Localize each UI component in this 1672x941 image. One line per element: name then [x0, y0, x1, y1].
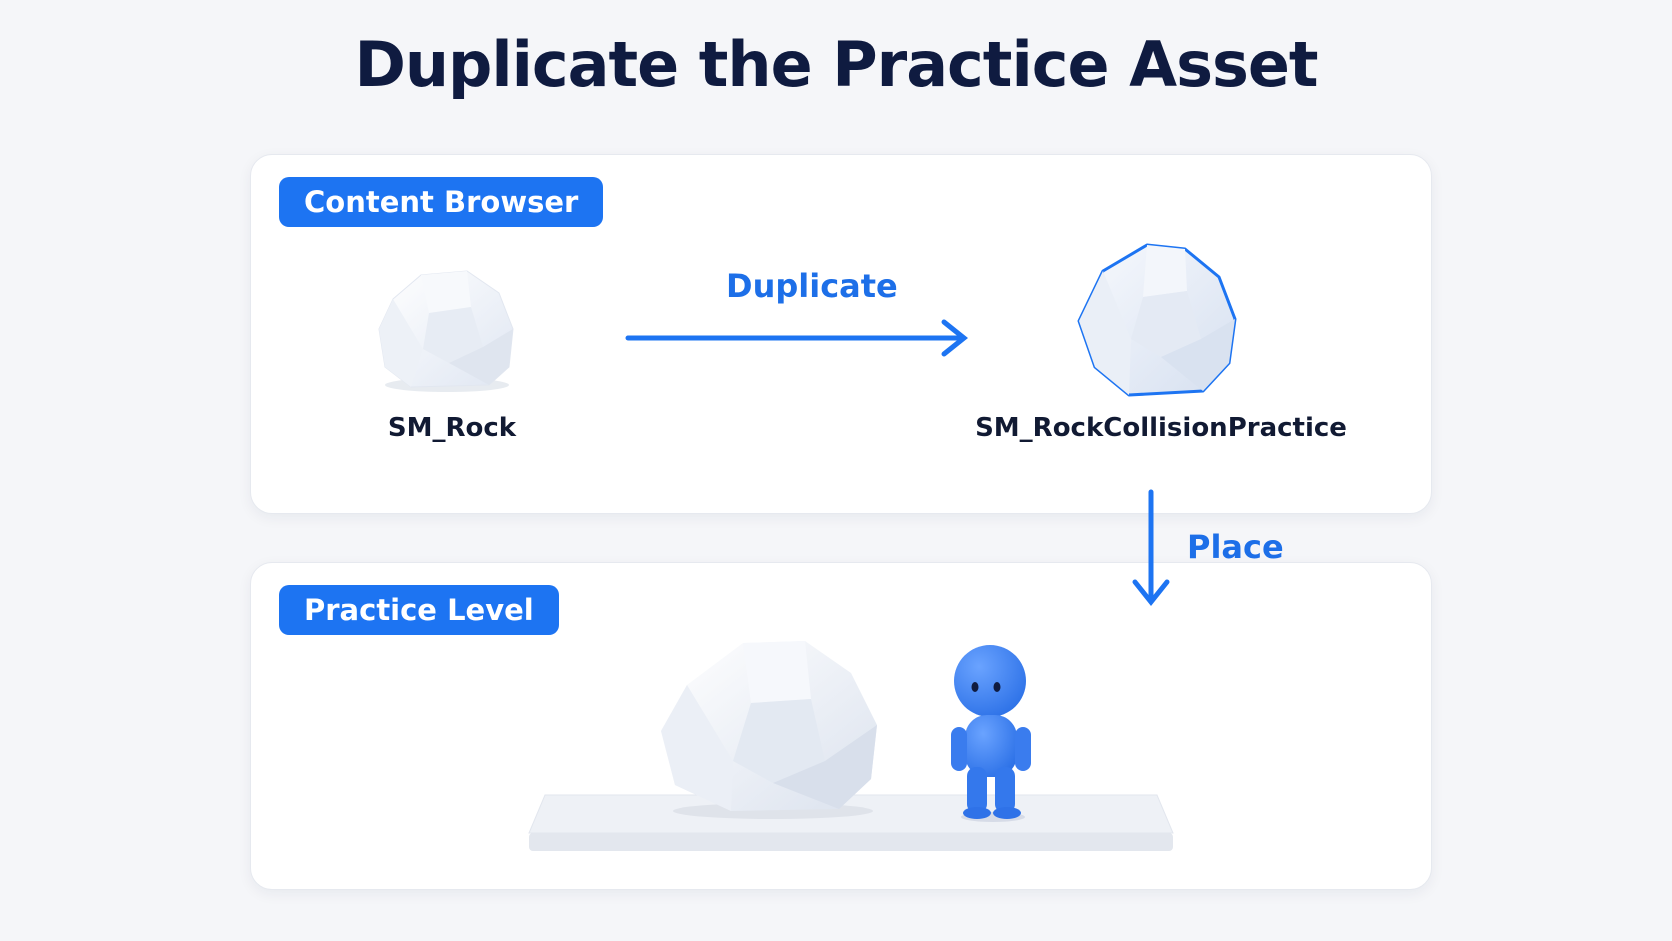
place-label: Place	[1187, 528, 1284, 566]
duplicate-label: Duplicate	[726, 267, 898, 305]
rock-outlined-icon[interactable]	[1073, 239, 1243, 403]
rock-icon[interactable]	[371, 263, 523, 395]
character-icon[interactable]	[945, 643, 1041, 823]
page-title: Duplicate the Practice Asset	[354, 28, 1318, 101]
content-browser-label: Content Browser	[279, 177, 604, 227]
source-asset-label: SM_Rock	[387, 413, 517, 443]
rock-icon[interactable]	[655, 633, 885, 819]
content-browser-panel: Content Browser SM_Rock SM_RockCollis	[250, 154, 1432, 514]
duplicate-asset-label: SM_RockCollisionPractice	[975, 413, 1347, 443]
practice-level-label: Practice Level	[279, 585, 559, 635]
practice-level-panel: Practice Level	[250, 562, 1432, 890]
